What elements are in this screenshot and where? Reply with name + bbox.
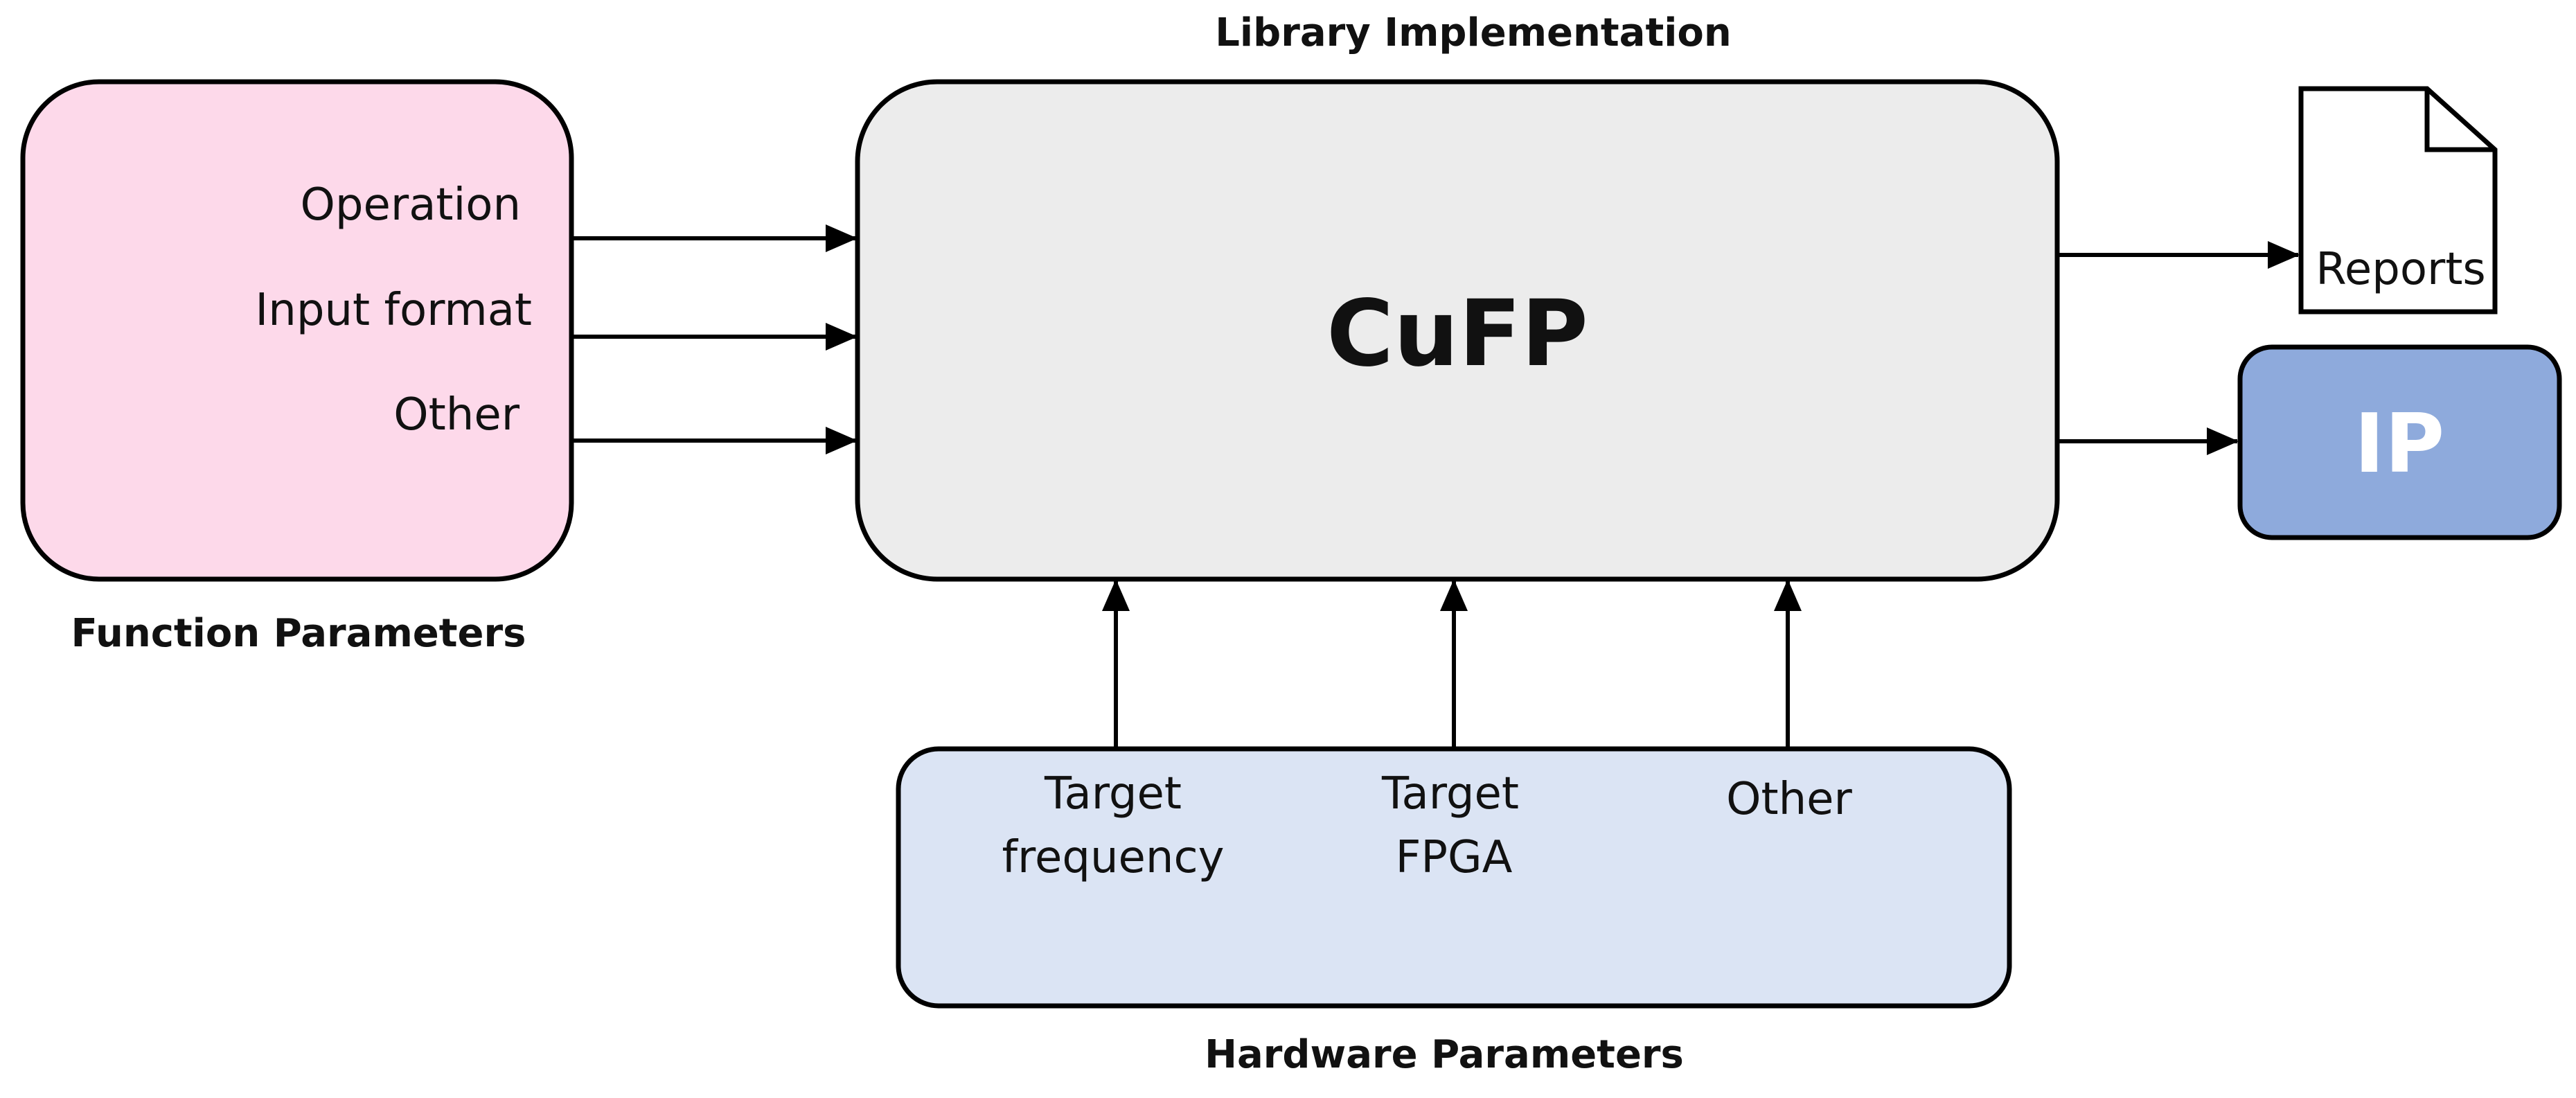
function-param-other: Other (393, 389, 519, 441)
function-parameters-group: Operation Input format Other Function Pa… (20, 79, 574, 656)
library-implementation-group: Library Implementation CuFP (855, 10, 2060, 582)
function-param-input-format: Input format (255, 285, 532, 336)
hardware-param-target-fpga-line1: Target (1381, 768, 1519, 820)
hardware-param-target-fpga-line2: FPGA (1396, 832, 1513, 883)
ip-output: IP (2237, 344, 2562, 540)
function-param-operation: Operation (301, 179, 522, 231)
hardware-parameters-heading: Hardware Parameters (1205, 1032, 1684, 1077)
library-implementation-heading: Library Implementation (1215, 10, 1732, 55)
ip-label: IP (2354, 396, 2444, 491)
reports-label: Reports (2316, 244, 2486, 295)
hardware-param-target-frequency-line2: frequency (1002, 832, 1225, 883)
hardware-param-other: Other (1726, 774, 1852, 825)
document-icon (2298, 86, 2498, 315)
function-parameters-heading: Function Parameters (71, 611, 526, 656)
hardware-parameters-group: Target frequency Target FPGA Other Hardw… (896, 746, 2012, 1077)
document-fold-icon (2424, 89, 2495, 152)
library-name: CuFP (1326, 281, 1588, 387)
function-parameters-box (20, 79, 574, 582)
ip-box (2237, 344, 2562, 540)
reports-output: Reports (2298, 86, 2498, 315)
hardware-param-target-frequency-line1: Target (1044, 768, 1182, 820)
